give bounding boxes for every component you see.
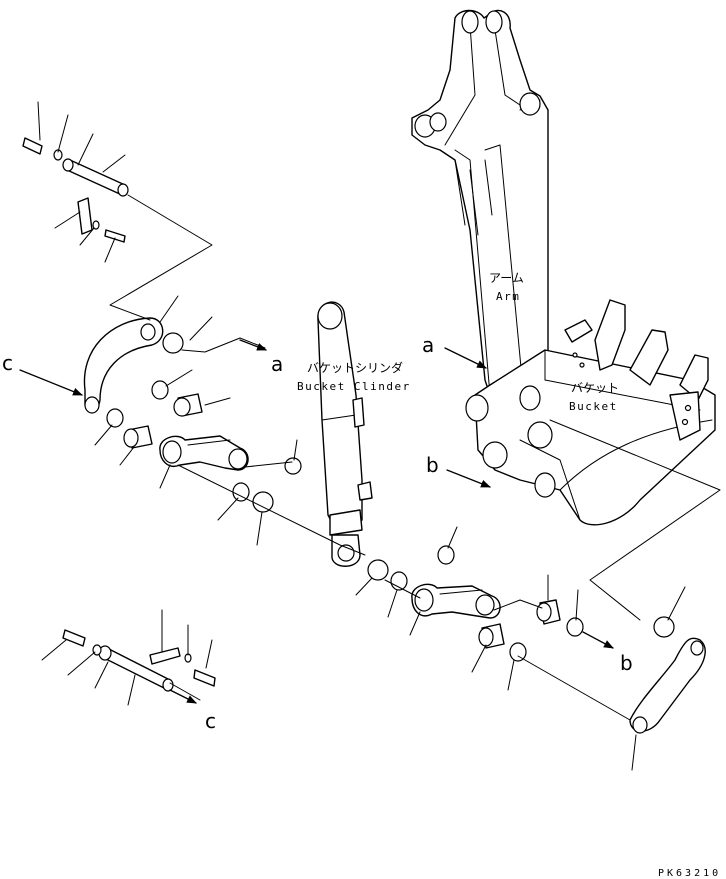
arm-label-jp: アーム xyxy=(489,271,524,285)
bushings-washers xyxy=(106,332,675,662)
bucket-cylinder xyxy=(317,301,373,567)
link-right xyxy=(411,583,501,619)
drawing-code: PK63210 xyxy=(658,868,721,879)
bucket-cylinder-label-en: Bucket Clinder xyxy=(297,380,411,393)
pin-top xyxy=(22,137,129,243)
arm-label-en: Arm xyxy=(496,290,520,303)
side-plate-left xyxy=(83,317,164,414)
leader-lines xyxy=(37,101,686,771)
assembly-lines xyxy=(109,194,721,721)
ref-letter-a-center: a xyxy=(271,352,283,376)
bucket-label-en: Bucket xyxy=(569,400,618,413)
link-left xyxy=(159,435,249,471)
ref-letter-c-bottom: c xyxy=(205,709,216,733)
ref-letter-a-arm: a xyxy=(422,333,434,357)
arm xyxy=(411,9,549,433)
bucket-label-jp: バケット xyxy=(571,381,619,395)
bucket-cylinder-label-jp: バケットシリンダ xyxy=(307,360,403,375)
ref-letter-c-left: c xyxy=(2,351,13,375)
side-plate-right xyxy=(629,637,706,734)
bucket xyxy=(465,299,716,526)
ref-letter-b-right: b xyxy=(620,651,633,675)
pin-bottom xyxy=(62,629,216,692)
reference-arrows xyxy=(19,339,614,704)
ref-letter-b-bucket: b xyxy=(426,453,439,477)
